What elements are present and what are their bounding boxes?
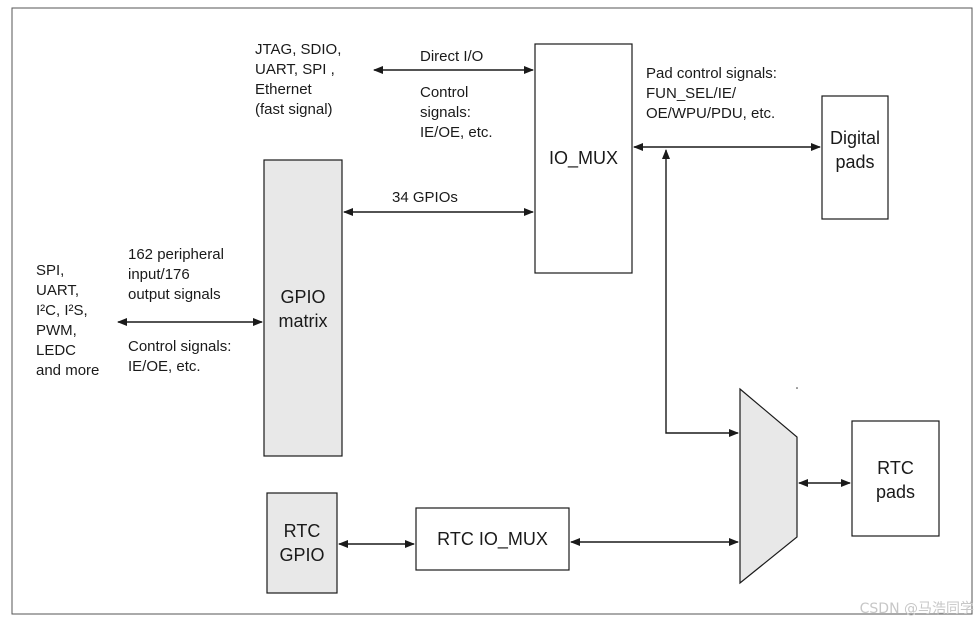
gpio-matrix-box <box>263 159 343 457</box>
rtc-pads-label: RTC pads <box>875 458 916 502</box>
fast-signals-label: JTAG, SDIO, UART, SPI , Ethernet (fast s… <box>255 41 342 118</box>
digital-pads-box <box>821 95 889 220</box>
left-control-signals-label: Control signals: IE/OE, etc. <box>128 338 232 375</box>
gpio-matrix-label: GPIO matrix <box>278 287 328 331</box>
digital-pads-label: Digital pads <box>829 128 881 172</box>
rtc-io-mux-box <box>415 507 570 571</box>
gpios-label: 34 GPIOs <box>392 189 458 206</box>
io-mux-to-rtc-mux-arrow <box>662 149 739 437</box>
watermark: CSDN @马浩同学 <box>859 601 974 617</box>
rtc-gpio-label: RTC GPIO <box>279 521 325 565</box>
rtc-multiplexer-shape <box>739 387 798 585</box>
io-mux-label: IO_MUX <box>548 148 618 168</box>
rtc-io-mux-label: RTC IO_MUX <box>437 529 548 549</box>
stray-dot <box>796 387 798 389</box>
mid-control-signals-label: Control signals: IE/OE, etc. <box>420 84 493 141</box>
diagram-border <box>11 7 973 615</box>
left-signals-label: SPI, UART, I²C, I²S, PWM, LEDC and more <box>36 262 100 379</box>
io-mux-box <box>534 43 633 274</box>
rtc-gpio-box <box>266 492 338 594</box>
pad-control-signals-label: Pad control signals: FUN_SEL/IE/ OE/WPU/… <box>646 65 777 122</box>
peripheral-signals-label: 162 peripheral input/176 output signals <box>128 246 224 303</box>
direct-io-label: Direct I/O <box>420 48 484 65</box>
rtc-pads-box <box>851 420 940 537</box>
